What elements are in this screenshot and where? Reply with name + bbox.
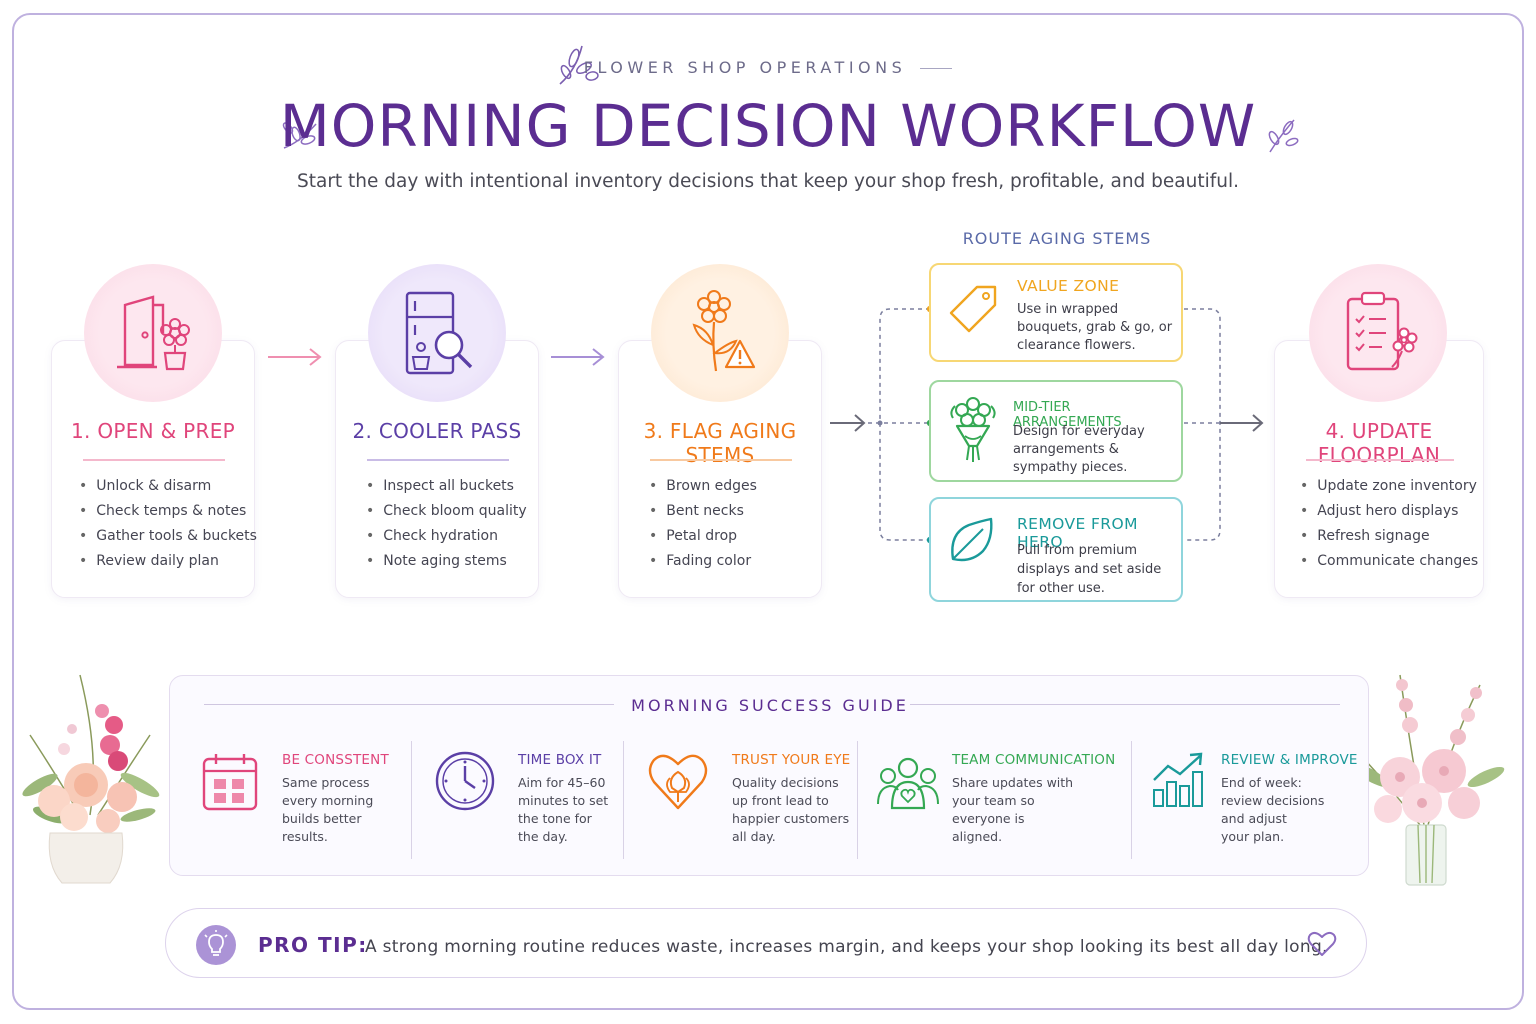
route-desc: Use in wrapped bouquets, grab & go, or c… [1017, 302, 1173, 353]
route-title: REMOVE FROM HERO [1017, 515, 1138, 551]
list-item: Note aging stems [366, 549, 527, 574]
step-divider [367, 459, 509, 461]
page-title: MORNING DECISION WORKFLOW [279, 92, 1257, 160]
pro-tip-text: A strong morning routine reduces waste, … [365, 937, 1328, 957]
step-bullets: Unlock & disarm Check temps & notes Gath… [79, 474, 257, 574]
list-item: Brown edges [649, 474, 757, 499]
leaf-icon [951, 517, 993, 562]
list-item: Review daily plan [79, 549, 257, 574]
pro-tip-banner: PRO TIP: A strong morning routine reduce… [165, 908, 1367, 978]
guide-divider [857, 741, 858, 859]
route-desc: Pull from premium displays and set aside… [1017, 543, 1162, 596]
door-flower-icon [117, 295, 190, 371]
route-mid-tier: MID-TIER ARRANGEMENTS Design for everyda… [929, 380, 1183, 482]
list-item: Bent necks [649, 499, 757, 524]
page-subtitle: Start the day with intentional inventory… [296, 171, 1240, 192]
flow-arrow-icon [1220, 414, 1264, 432]
list-item: Fading color [649, 549, 757, 574]
step-divider [650, 459, 792, 461]
team-icon [877, 757, 939, 810]
sprig-icon [559, 45, 599, 85]
step-title: 4. UPDATE FLOORPLAN [1317, 419, 1441, 467]
step-title: 1. OPEN & PREP [70, 419, 235, 443]
list-item: Update zone inventory [1300, 474, 1478, 499]
right-bouquet-illustration [1350, 674, 1505, 886]
list-item: Check bloom quality [366, 499, 526, 524]
guide-divider [1131, 741, 1132, 859]
list-item: Adjust hero displays [1300, 499, 1478, 524]
step-icon-circle [368, 264, 506, 402]
heart-icon[interactable] [1307, 930, 1337, 958]
step-icon-circle [1309, 264, 1447, 402]
list-item: Refresh signage [1300, 524, 1478, 549]
guide-item-title: TEAM COMMUNICATION [952, 752, 1116, 768]
step-divider [83, 459, 225, 461]
guide-title-rule [910, 704, 1340, 705]
calendar-icon [202, 754, 258, 811]
growth-chart-icon [1153, 752, 1203, 807]
list-item: Inspect all buckets [366, 474, 527, 499]
guide-item-title: REVIEW & IMPROVE [1221, 752, 1358, 768]
step-bullets: Update zone inventory Adjust hero displa… [1300, 474, 1478, 574]
flower-warning-icon [692, 290, 756, 372]
route-title: VALUE ZONE [1017, 277, 1120, 295]
route-remove-hero: REMOVE FROM HERO Pull from premium displ… [929, 497, 1183, 602]
list-item: Gather tools & buckets [79, 524, 257, 549]
list-item: Communicate changes [1300, 549, 1478, 574]
eyebrow: FLOWER SHOP OPERATIONS [0, 58, 1536, 77]
route-value-zone: VALUE ZONE Use in wrapped bouquets, grab… [929, 263, 1183, 362]
step-icon-circle [84, 264, 222, 402]
route-desc: Design for everyday arrangements & sympa… [1013, 424, 1145, 475]
cooler-magnifier-icon [405, 291, 473, 375]
success-guide-panel: MORNING SUCCESS GUIDE BE CONSSTENT Same … [169, 675, 1369, 876]
list-item: Unlock & disarm [79, 474, 257, 499]
flow-arrow-icon [551, 348, 605, 366]
lightbulb-icon [196, 925, 236, 965]
guide-divider [623, 741, 624, 859]
guide-divider [411, 741, 412, 859]
price-tag-icon [949, 285, 997, 333]
list-item: Petal drop [649, 524, 757, 549]
step-icon-circle [651, 264, 789, 402]
step-bullets: Brown edges Bent necks Petal drop Fading… [649, 474, 757, 574]
route-heading: ROUTE AGING STEMS [962, 229, 1152, 248]
clipboard-checklist-icon [1346, 291, 1418, 371]
guide-title: MORNING SUCCESS GUIDE [631, 696, 909, 715]
guide-item-title: TRUST YOUR EYE [732, 752, 851, 768]
left-bouquet-illustration [22, 674, 160, 884]
pro-tip-label: PRO TIP: [258, 933, 368, 957]
list-item: Check temps & notes [79, 499, 257, 524]
sprig-left-icon [282, 122, 317, 149]
flow-arrow-icon [830, 414, 866, 432]
list-item: Check hydration [366, 524, 527, 549]
bouquet-icon [950, 397, 996, 462]
sprig-right-icon [1268, 119, 1299, 153]
guide-item-title: TIME BOX IT [518, 752, 602, 768]
step-bullets: Inspect all buckets Check bloom quality … [366, 474, 527, 574]
flow-arrow-icon [268, 348, 322, 366]
route-title: MID-TIER ARRANGEMENTS [1013, 400, 1122, 430]
guide-item-title: BE CONSSTENT [282, 752, 389, 768]
clock-icon [435, 751, 495, 811]
guide-title-rule [204, 704, 614, 705]
step-divider [1306, 459, 1454, 461]
step-title: 3. FLAG AGING STEMS [643, 419, 797, 467]
step-title: 2. COOLER PASS [352, 419, 522, 443]
heart-flower-icon [648, 754, 708, 810]
